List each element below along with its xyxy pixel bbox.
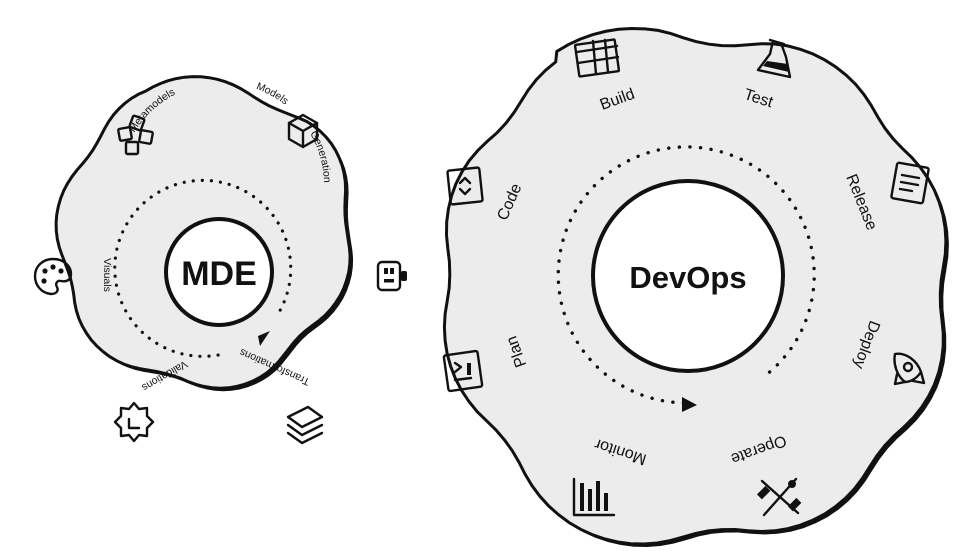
devops-gear: DevOps bbox=[442, 26, 949, 547]
devops-cycle-path bbox=[556, 145, 816, 405]
stage-label-visuals: Visuals bbox=[101, 258, 113, 292]
devops-hub-label: DevOps bbox=[629, 260, 746, 295]
cube-icon bbox=[287, 113, 319, 149]
code-icon bbox=[446, 166, 484, 206]
flask-icon bbox=[756, 38, 792, 79]
palette-icon bbox=[33, 257, 73, 296]
mde-cycle-path bbox=[113, 178, 293, 358]
chart-icon bbox=[572, 477, 616, 517]
mde-gear: MDE bbox=[54, 75, 354, 392]
mde-hub bbox=[164, 217, 274, 327]
layers-icon bbox=[286, 405, 324, 445]
bricks-icon bbox=[573, 38, 621, 78]
plan-icon bbox=[442, 349, 484, 393]
badge-icon bbox=[113, 401, 155, 443]
devops-hub bbox=[591, 179, 785, 373]
blocks-icon bbox=[117, 114, 154, 156]
tools-icon bbox=[756, 477, 802, 517]
rocket-icon bbox=[893, 352, 926, 386]
devops-cycle-arrowhead bbox=[682, 397, 697, 412]
mde-cycle-arrowhead bbox=[258, 331, 270, 346]
document-icon bbox=[890, 161, 930, 205]
mde-hub-label: MDE bbox=[181, 255, 257, 293]
robot-icon bbox=[376, 260, 407, 292]
